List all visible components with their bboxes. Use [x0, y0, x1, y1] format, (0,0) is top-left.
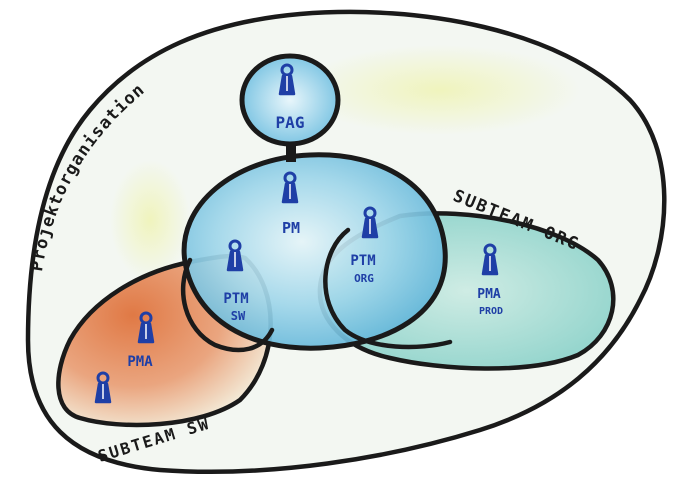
- pma-prod-label-line2: PROD: [479, 306, 503, 317]
- pma-prod-label-line1: PMA: [477, 287, 501, 302]
- pag-label: PAG: [276, 113, 305, 132]
- ptm-org-label-line1: PTM: [350, 253, 375, 269]
- ptm-org-label-line2: ORG: [354, 272, 374, 285]
- pag-pm-connector: [286, 140, 296, 162]
- ptm-sw-label-line2: SW: [231, 309, 246, 323]
- pm-circle: [181, 152, 448, 351]
- pma-label: PMA: [127, 354, 153, 370]
- ptm-org-loop: [323, 227, 453, 350]
- ptm-sw-label-line1: PTM: [223, 291, 248, 307]
- pag-circle: [239, 53, 341, 147]
- yellow-tint-right: [300, 45, 580, 135]
- yellow-tint-left: [110, 160, 190, 280]
- pm-label: PM: [282, 219, 300, 237]
- ptm-sw-loop: [180, 257, 275, 353]
